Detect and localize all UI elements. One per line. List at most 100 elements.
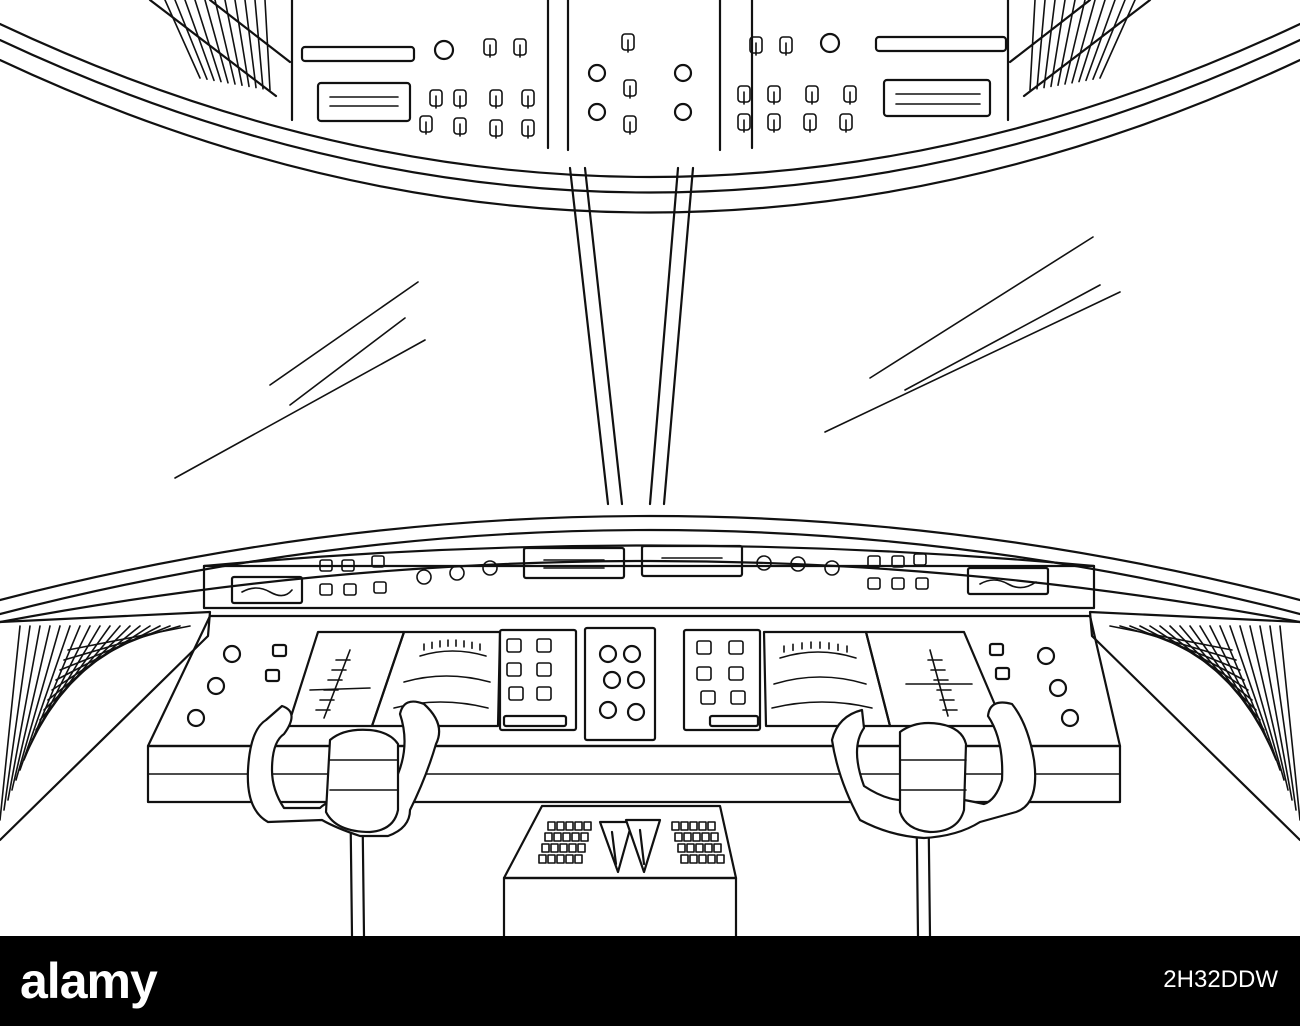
vent-slat [244,0,257,89]
console-slat [39,625,121,721]
console-slat [15,625,61,781]
alamy-logo: alamy [20,953,158,1009]
keypad-key [680,854,689,864]
keypad-key [689,821,698,831]
console-slat [1239,625,1285,781]
keypad-key [683,832,692,842]
keypad-key [556,854,565,864]
upper-instrument-panel [202,544,1096,610]
vent-slat [1071,0,1096,84]
dashboard-cowl [0,514,1300,624]
overhead-toggle-switches [419,33,857,139]
vent-slat [1036,0,1046,90]
console-slat [1279,625,1300,821]
panel-button [696,666,712,681]
overhead-left-vent [148,0,292,98]
vent-slat [1099,0,1136,79]
image-id-label: 2H32DDW [1163,966,1278,993]
panel-knob [416,569,432,585]
panel-button [728,640,744,655]
panel-knob [449,565,465,581]
indicator-light [915,577,929,590]
keypad-key [565,854,574,864]
indicator-light [867,577,881,590]
vent-slat [254,0,264,90]
panel-button [536,662,552,677]
keypad-key [707,821,716,831]
keypad-key [701,832,710,842]
vent-slat [264,0,271,91]
indicator-light [319,583,333,596]
right-control-yoke [830,701,1037,936]
console-slat [7,625,41,801]
keypad-key [686,843,695,853]
overhead-panel-center [566,0,722,152]
console-slat [55,625,161,681]
center-right-button-panel [682,628,762,732]
left-control-yoke [246,700,441,936]
left-side-console [0,610,212,842]
window-glare-left [174,281,426,479]
console-slat [1269,625,1297,811]
left-attitude-panel [286,630,406,728]
vent-slat [1057,0,1076,86]
keypad-key [674,832,683,842]
console-slat [1109,625,1233,651]
console-slat [0,625,21,821]
indicator-light [867,555,881,568]
keypad-key [574,821,583,831]
main-control-desk [146,614,1122,804]
vent-slat [1085,0,1116,82]
console-slat [67,625,191,651]
console-slat [31,625,101,741]
keypad-key [547,854,556,864]
right-dial-panel [762,630,892,728]
console-slat [1189,625,1265,731]
panel-button [536,638,552,653]
window-glare-right [824,236,1121,433]
vent-slat [184,0,215,82]
panel-button [730,690,746,705]
keypad-key [562,832,571,842]
keypad-key [580,832,589,842]
indicator-light [343,583,357,596]
keypad-key [565,821,574,831]
vent-slat [164,0,201,79]
keypad-key [571,832,580,842]
keypad-key [713,843,722,853]
panel-button [506,662,522,677]
keypad-key [677,843,686,853]
vent-slat [234,0,250,88]
overhead-panel-right [750,0,1010,150]
keypad-key [698,854,707,864]
keypad-key [671,821,680,831]
keypad-key [538,854,547,864]
panel-knob [482,560,498,576]
vent-slat [174,0,208,80]
keypad-key [707,854,716,864]
console-slat [1179,625,1261,721]
keypad-key [556,821,565,831]
vent-slat [1029,0,1036,91]
vent-slat [1043,0,1056,89]
vent-slat [204,0,229,84]
keypad-key [574,854,583,864]
stock-photo-footer: alamy 2H32DDW [0,936,1300,1026]
keypad-key [559,843,568,853]
desk-right-knobs [988,642,1080,728]
keypad-key [689,854,698,864]
cockpit-illustration [0,0,1300,936]
center-dial-panel [583,626,657,742]
keypad-key [695,843,704,853]
keypad-key [704,843,713,853]
keypad-key [547,821,556,831]
panel-button [506,638,522,653]
keypad-key [710,832,719,842]
keypad-key [577,843,586,853]
desk-left-knobs [186,643,288,728]
keypad-key [550,843,559,853]
keypad-key [553,832,562,842]
vent-slat [194,0,222,83]
vent-slat [1050,0,1066,88]
keypad-key [568,843,577,853]
